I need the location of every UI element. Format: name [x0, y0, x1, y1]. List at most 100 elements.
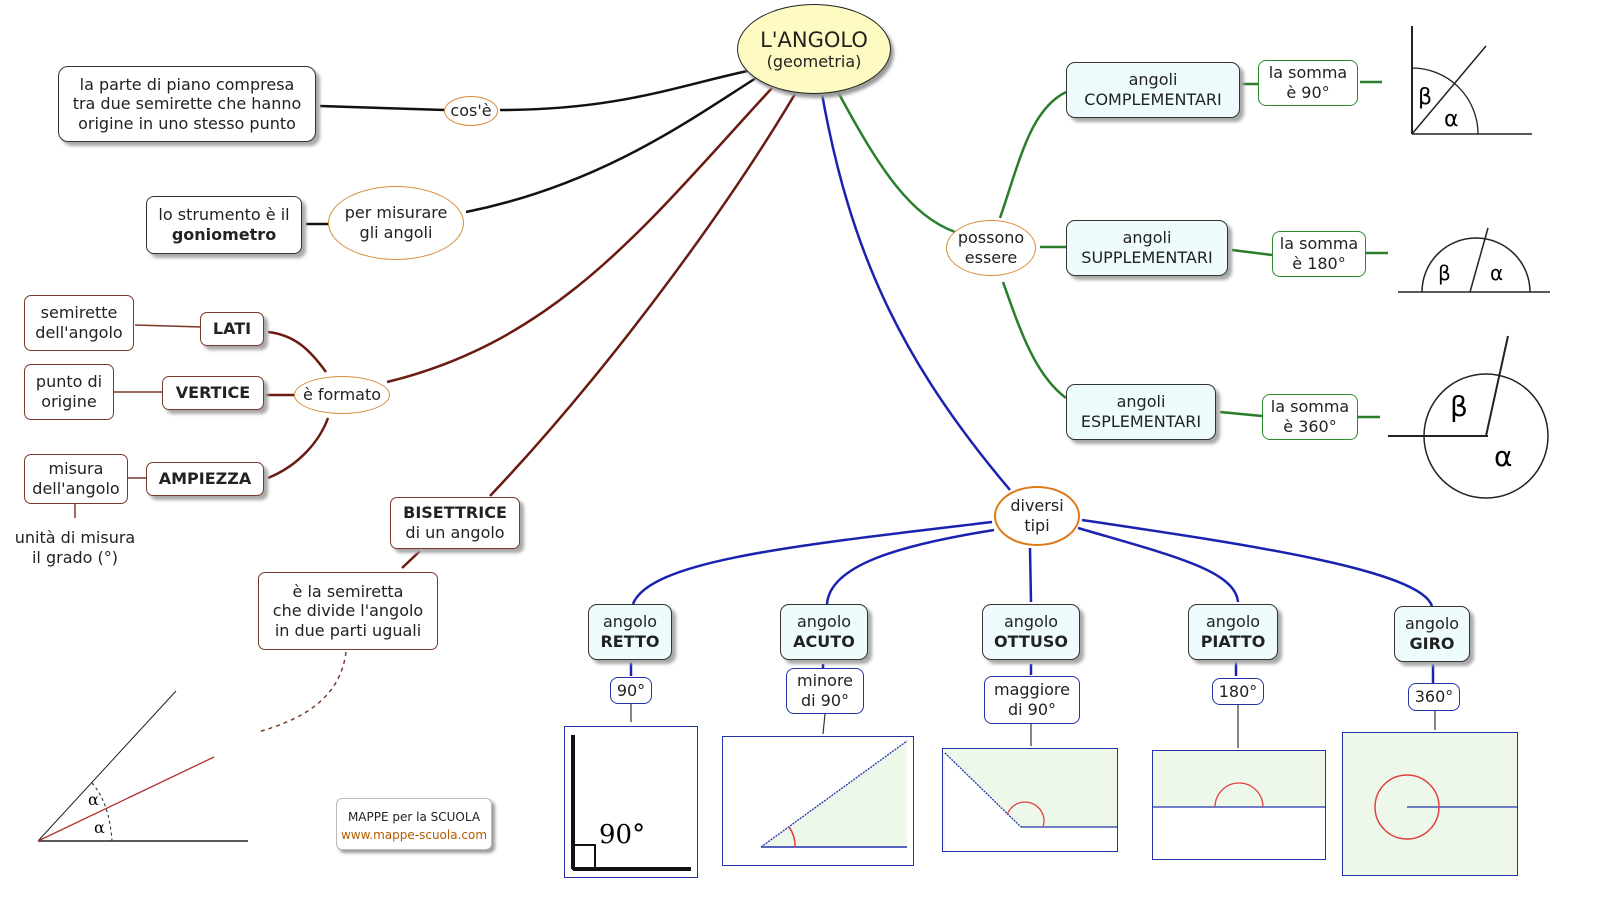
- type-0-line-1: angolo: [602, 612, 658, 632]
- type-retto[interactable]: angolo RETTO: [588, 604, 672, 660]
- bisector-definition[interactable]: è la semiretta che divide l'angolo in du…: [258, 572, 438, 650]
- sum-360[interactable]: la somma è 360°: [1262, 394, 1358, 440]
- pair-0-line-2: COMPLEMENTARI: [1084, 90, 1222, 109]
- title-sub: (geometria): [766, 51, 862, 71]
- right-angle-label: 90°: [599, 820, 645, 850]
- measure-1-line-1: minore: [796, 671, 854, 691]
- type-giro[interactable]: angolo GIRO: [1394, 606, 1470, 662]
- explementary-beta: β: [1450, 390, 1468, 423]
- pic-retto: 90°: [564, 726, 698, 878]
- bisettrice-node[interactable]: BISETTRICE di un angolo: [390, 497, 520, 549]
- pic-ottuso: [942, 748, 1118, 852]
- type-4-line-2: GIRO: [1409, 634, 1455, 653]
- sum-1-line-1: la somma: [1279, 234, 1359, 254]
- credit-url[interactable]: www.mappe-scuola.com: [340, 828, 488, 842]
- pic-piatto: [1152, 750, 1326, 860]
- type-ottuso[interactable]: angolo OTTUSO: [982, 604, 1080, 660]
- sum-2-line-1: la somma: [1270, 397, 1350, 417]
- part-lati[interactable]: LATI: [200, 312, 264, 346]
- full-angle-drawing: [1374, 774, 1517, 840]
- part-ampiezza-label: AMPIEZZA: [158, 469, 252, 489]
- type-3-line-2: PIATTO: [1200, 632, 1266, 651]
- measure-0-line-1: 90°: [616, 680, 646, 700]
- link-e-formato[interactable]: è formato: [294, 376, 390, 414]
- measure-2-line-2: di 90°: [1007, 700, 1057, 719]
- desc-vertice-line-1: punto di: [35, 372, 103, 392]
- bisector-desc-line-1: è la semiretta: [292, 581, 404, 601]
- link-formed-label: è formato: [302, 385, 382, 405]
- desc-lati-line-1: semirette: [40, 303, 118, 323]
- pic-giro: [1342, 732, 1518, 876]
- measure-piatto[interactable]: 180°: [1212, 678, 1264, 705]
- type-piatto[interactable]: angolo PIATTO: [1188, 604, 1278, 660]
- measure-acuto[interactable]: minore di 90°: [786, 668, 864, 714]
- bisector-illustration: α α: [37, 690, 248, 842]
- link-types-line-1: diversi: [1010, 496, 1064, 516]
- desc-ampiezza-line-1: misura: [48, 459, 104, 479]
- measure-giro[interactable]: 360°: [1408, 683, 1460, 711]
- desc-ampiezza[interactable]: misura dell'angolo: [24, 454, 128, 504]
- desc-lati[interactable]: semirette dell'angolo: [24, 295, 134, 351]
- bisector-title: BISETTRICE: [403, 503, 507, 523]
- desc-lati-line-2: dell'angolo: [35, 323, 123, 342]
- link-measure-line-2: gli angoli: [359, 223, 433, 242]
- explementary-illustration: β α: [1388, 335, 1549, 499]
- credit-box[interactable]: MAPPE per la SCUOLA www.mappe-scuola.com: [336, 798, 492, 850]
- sum-90[interactable]: la somma è 90°: [1258, 60, 1358, 106]
- link-pairs-line-1: possono: [957, 228, 1025, 248]
- type-1-line-1: angolo: [796, 612, 852, 632]
- sum-2-line-2: è 360°: [1283, 417, 1337, 436]
- definition-node[interactable]: la parte di piano compresa tra due semir…: [58, 66, 316, 142]
- pic-acuto: [722, 736, 914, 866]
- desc-ampiezza-line-2: dell'angolo: [32, 479, 120, 498]
- sum-1-line-2: è 180°: [1292, 254, 1346, 273]
- measure-ottuso[interactable]: maggiore di 90°: [984, 676, 1080, 724]
- unit-line-1: unità di misura: [14, 528, 136, 547]
- link-cose-label: cos'è: [450, 101, 492, 121]
- desc-vertice[interactable]: punto di origine: [24, 364, 114, 420]
- pair-complementari[interactable]: angoli COMPLEMENTARI: [1066, 62, 1240, 118]
- credit-line-1: MAPPE per la SCUOLA: [347, 810, 481, 824]
- type-1-line-2: ACUTO: [793, 632, 855, 651]
- link-diversi-tipi[interactable]: diversi tipi: [994, 486, 1080, 546]
- central-topic[interactable]: L'ANGOLO (geometria): [737, 4, 891, 94]
- bisector-sub: di un angolo: [405, 523, 505, 542]
- link-pairs-line-2: essere: [964, 248, 1018, 267]
- pair-0-line-1: angoli: [1128, 70, 1178, 90]
- link-cose[interactable]: cos'è: [444, 96, 498, 126]
- pair-supplementari[interactable]: angoli SUPPLEMENTARI: [1066, 220, 1228, 276]
- part-lati-label: LATI: [212, 319, 252, 339]
- measure-4-line-1: 360°: [1414, 687, 1454, 707]
- acute-angle-drawing: [760, 740, 908, 848]
- pair-esplementari[interactable]: angoli ESPLEMENTARI: [1066, 384, 1216, 440]
- bisector-desc-line-3: in due parti uguali: [274, 620, 422, 640]
- title-main: L'ANGOLO: [760, 27, 868, 52]
- type-4-line-1: angolo: [1404, 614, 1460, 634]
- measure-retto[interactable]: 90°: [610, 677, 652, 704]
- pair-2-line-2: ESPLEMENTARI: [1080, 412, 1202, 431]
- goniometro-node[interactable]: lo strumento è il goniometro: [146, 196, 302, 254]
- part-ampiezza[interactable]: AMPIEZZA: [146, 462, 264, 496]
- pair-1-line-2: SUPPLEMENTARI: [1081, 248, 1213, 267]
- type-0-line-2: RETTO: [600, 632, 660, 651]
- definition-line-3: origine in uno stesso punto: [78, 113, 296, 133]
- link-per-misurare[interactable]: per misurare gli angoli: [328, 186, 464, 260]
- sum-180[interactable]: la somma è 180°: [1272, 231, 1366, 277]
- part-vertice[interactable]: VERTICE: [162, 376, 264, 410]
- measure-1-line-2: di 90°: [800, 691, 850, 710]
- supplementary-beta: β: [1438, 261, 1451, 285]
- straight-angle-drawing: [1153, 751, 1325, 859]
- bisector-alpha-bottom: α: [94, 818, 105, 837]
- part-vertice-label: VERTICE: [175, 383, 251, 403]
- link-possono-essere[interactable]: possono essere: [946, 220, 1036, 276]
- link-types-line-2: tipi: [1024, 516, 1050, 535]
- type-3-line-1: angolo: [1205, 612, 1261, 632]
- complementary-alpha: α: [1444, 107, 1459, 132]
- desc-vertice-line-2: origine: [41, 392, 97, 411]
- explementary-alpha: α: [1494, 440, 1512, 473]
- link-measure-line-1: per misurare: [344, 203, 448, 223]
- type-2-line-2: OTTUSO: [994, 632, 1068, 651]
- right-angle-drawing: 90°: [571, 735, 691, 871]
- type-acuto[interactable]: angolo ACUTO: [780, 604, 868, 660]
